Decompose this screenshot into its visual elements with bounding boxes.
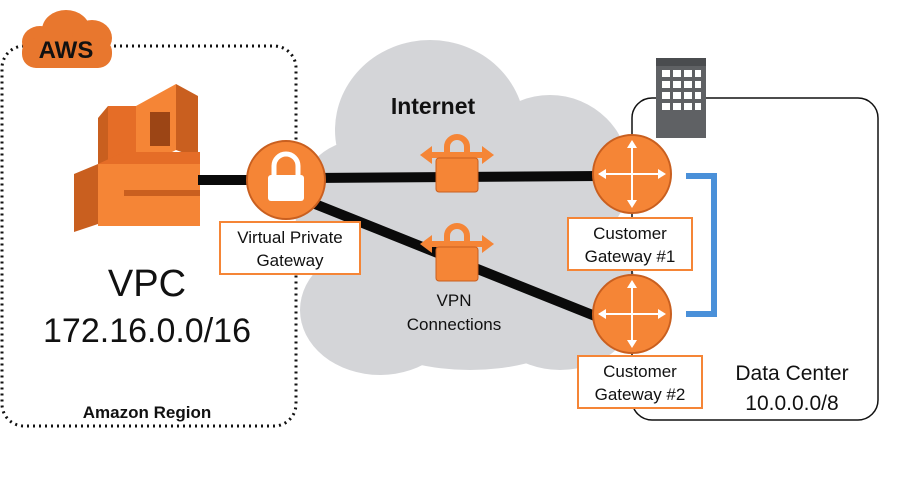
cgw2-label-line2: Gateway #2 — [595, 385, 686, 404]
cgw2-label-box — [577, 355, 703, 409]
vpn-label-line2: Connections — [407, 315, 502, 334]
cgw1-label-line1: Customer — [593, 224, 667, 243]
redundancy-bracket — [686, 173, 717, 317]
virtual-private-gateway — [246, 140, 326, 220]
aws-cloud-icon: AWS — [22, 10, 112, 68]
vpc-icon — [74, 84, 200, 232]
customer-gateway-1 — [592, 134, 672, 214]
building-icon — [656, 58, 706, 138]
vgw-label-box — [219, 221, 361, 275]
vpn-tunnel-2-padlock — [420, 223, 494, 282]
vpc-title: VPC — [108, 263, 186, 305]
vgw-label-line2: Gateway — [256, 251, 324, 270]
router-icon — [598, 280, 666, 348]
vpc-cidr: 172.16.0.0/16 — [43, 312, 251, 350]
padlock-icon — [435, 223, 479, 282]
amazon-region-label: Amazon Region — [83, 403, 211, 422]
data-center-cidr: 10.0.0.0/8 — [745, 392, 838, 415]
router-icon — [598, 140, 666, 208]
lock-icon — [268, 151, 304, 201]
double-arrow-icon — [420, 146, 494, 164]
customer-gateway-2 — [592, 274, 672, 354]
cgw1-label-line2: Gateway #1 — [585, 247, 676, 266]
double-arrow-icon — [420, 235, 494, 253]
vpn-label-line1: VPN — [437, 291, 472, 310]
cgw1-label-box — [567, 217, 693, 271]
vpn-tunnel-1-padlock — [420, 134, 494, 193]
vgw-label-line1: Virtual Private — [237, 228, 343, 247]
padlock-icon — [435, 134, 479, 193]
internet-label: Internet — [391, 93, 476, 119]
aws-badge-label: AWS — [39, 37, 94, 64]
cgw2-label-line1: Customer — [603, 362, 677, 381]
data-center-name: Data Center — [735, 362, 848, 385]
